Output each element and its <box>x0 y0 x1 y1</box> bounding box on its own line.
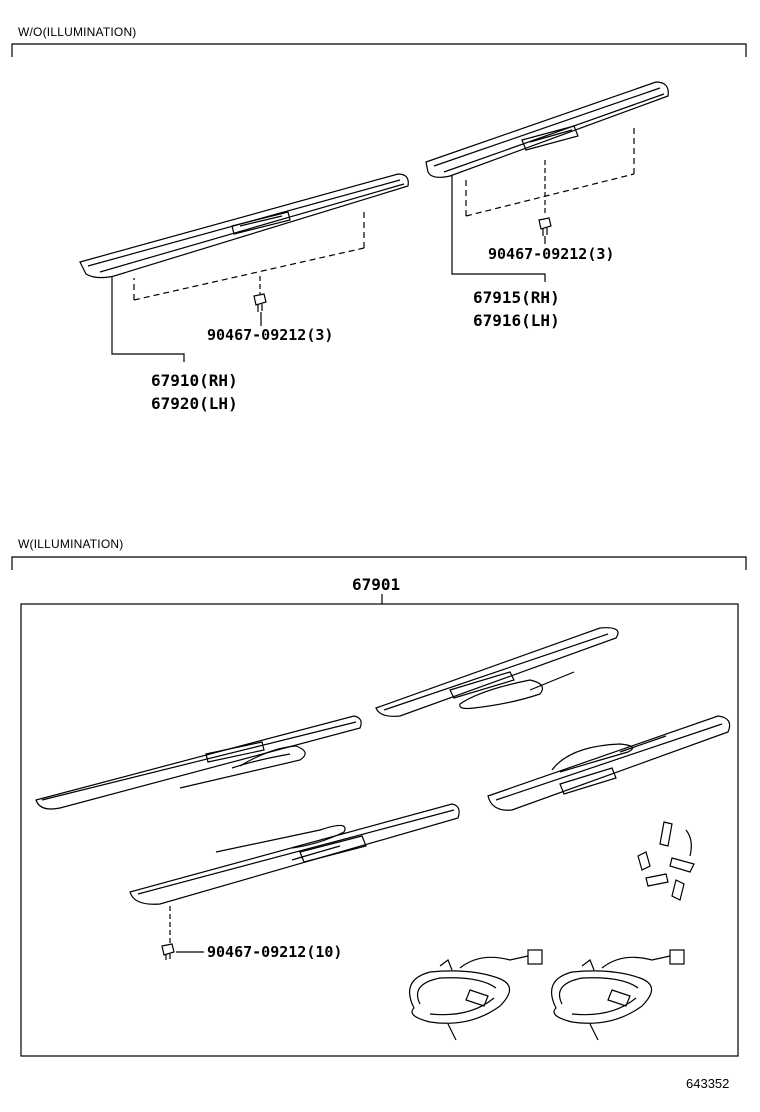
kit-clip-icon <box>161 943 175 960</box>
rear-plate-bracket-leader <box>451 176 546 282</box>
rear-scuff-plate <box>425 81 669 178</box>
wire-harness-left <box>409 949 543 1041</box>
section-bracket-bottom <box>11 556 747 570</box>
illuminated-plate-rear-upper <box>375 627 619 717</box>
front-plate-bracket-leader <box>111 276 185 362</box>
front-scuff-plate <box>79 173 409 279</box>
front-plate-dashed-outline <box>133 210 365 301</box>
part-number-front-plate-lh[interactable]: 67920(LH) <box>151 394 238 413</box>
part-number-rear-clip[interactable]: 90467-09212(3) <box>488 245 615 263</box>
illuminated-plate-front-right <box>129 803 460 905</box>
part-number-front-plate-rh[interactable]: 67910(RH) <box>151 371 238 390</box>
illuminated-plate-rear-lower <box>487 715 731 811</box>
part-number-kit-clip[interactable]: 90467-09212(10) <box>207 943 343 961</box>
wire-harness-right <box>551 949 685 1041</box>
section-label-with-illumination: W(ILLUMINATION) <box>18 537 124 551</box>
figure-id: 643352 <box>686 1076 730 1091</box>
illuminated-plate-front-left <box>35 715 362 810</box>
retainer-clips <box>637 821 695 901</box>
section-label-without-illumination: W/O(ILLUMINATION) <box>18 25 137 39</box>
part-number-rear-plate-rh[interactable]: 67915(RH) <box>473 288 560 307</box>
rear-clip-icon <box>538 217 552 236</box>
part-number-illumination-kit[interactable]: 67901 <box>352 575 401 594</box>
rear-plate-dashed-outline <box>465 124 635 217</box>
kit-box <box>20 603 739 1057</box>
section-bracket-top <box>11 43 747 57</box>
front-clip-icon <box>253 293 267 312</box>
part-number-rear-plate-lh[interactable]: 67916(LH) <box>473 311 560 330</box>
part-number-front-clip[interactable]: 90467-09212(3) <box>207 326 334 344</box>
